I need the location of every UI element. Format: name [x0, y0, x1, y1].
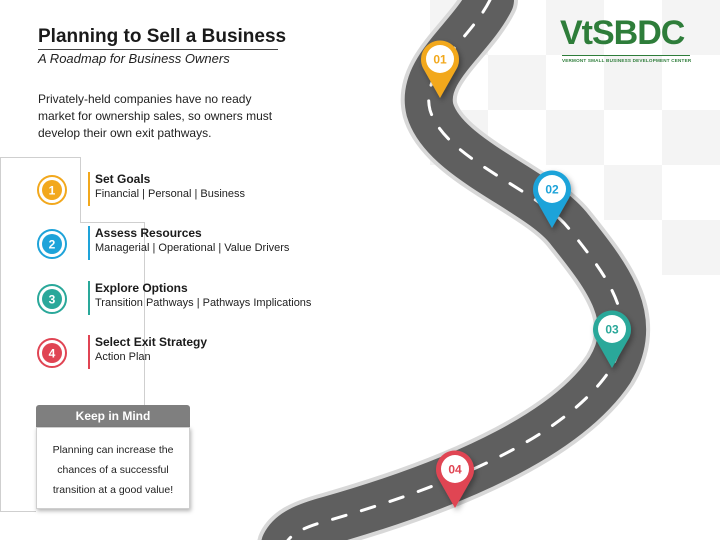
step-color-bar: [88, 335, 90, 369]
vtsbdc-logo: VtSBDC VERMONT SMALL BUSINESS DEVELOPMEN…: [560, 14, 691, 68]
page-title: Planning to Sell a Business: [38, 26, 287, 47]
pin-03-marker: 03: [593, 310, 631, 368]
keep-in-mind-body: Planning can increase the chances of a s…: [36, 427, 190, 509]
frame-line-right: [144, 222, 145, 405]
step-title: Select Exit Strategy: [95, 335, 208, 349]
step-explore-options: 3 Explore Options Transition Pathways | …: [36, 281, 376, 321]
frame-line-mid-vertical: [80, 157, 81, 222]
step-title: Set Goals: [95, 172, 151, 186]
svg-text:1: 1: [49, 184, 56, 198]
frame-line-top-1: [0, 157, 80, 158]
pin-01-label: 01: [433, 53, 447, 67]
keep-in-mind-card: Keep in Mind Planning can increase the c…: [36, 405, 190, 509]
step-color-bar: [88, 226, 90, 260]
step-title: Assess Resources: [95, 226, 202, 240]
step-title: Explore Options: [95, 281, 188, 295]
step-description: Managerial | Operational | Value Drivers: [95, 242, 290, 254]
pin-02-marker: 02: [533, 170, 571, 228]
number-3-icon: 3: [37, 284, 67, 314]
svg-text:4: 4: [49, 347, 56, 361]
number-2-icon: 2: [37, 229, 67, 259]
step-color-bar: [88, 281, 90, 315]
step-color-bar: [88, 172, 90, 206]
step-set-goals: 1 Set Goals Financial | Personal | Busin…: [36, 172, 376, 212]
road: [257, 0, 651, 540]
step-description: Transition Pathways | Pathways Implicati…: [95, 297, 312, 309]
pin-01-marker: 01: [421, 40, 459, 98]
page-subtitle: A Roadmap for Business Owners: [38, 51, 230, 66]
logo-text: VtSBDC: [560, 14, 685, 52]
step-description: Action Plan: [95, 351, 151, 363]
title-underline: [38, 49, 278, 50]
step-assess-resources: 2 Assess Resources Managerial | Operatio…: [36, 226, 376, 266]
keep-in-mind-header: Keep in Mind: [36, 405, 190, 427]
pin-04-label: 04: [448, 463, 462, 477]
step-select-exit-strategy: 4 Select Exit Strategy Action Plan: [36, 335, 376, 375]
pin-04-marker: 04: [435, 450, 474, 508]
frame-line-top-2: [80, 222, 144, 223]
step-description: Financial | Personal | Business: [95, 188, 246, 200]
svg-text:3: 3: [49, 293, 56, 307]
intro-text: Privately-held companies have no ready m…: [38, 92, 273, 140]
pin-03-label: 03: [605, 323, 619, 337]
svg-text:2: 2: [49, 238, 56, 252]
number-1-icon: 1: [37, 175, 67, 205]
number-4-icon: 4: [37, 338, 67, 368]
logo-tagline: VERMONT SMALL BUSINESS DEVELOPMENT CENTE…: [562, 55, 691, 63]
pin-02-label: 02: [545, 183, 559, 197]
frame-line-left: [0, 157, 1, 512]
frame-line-bottom: [0, 511, 36, 512]
